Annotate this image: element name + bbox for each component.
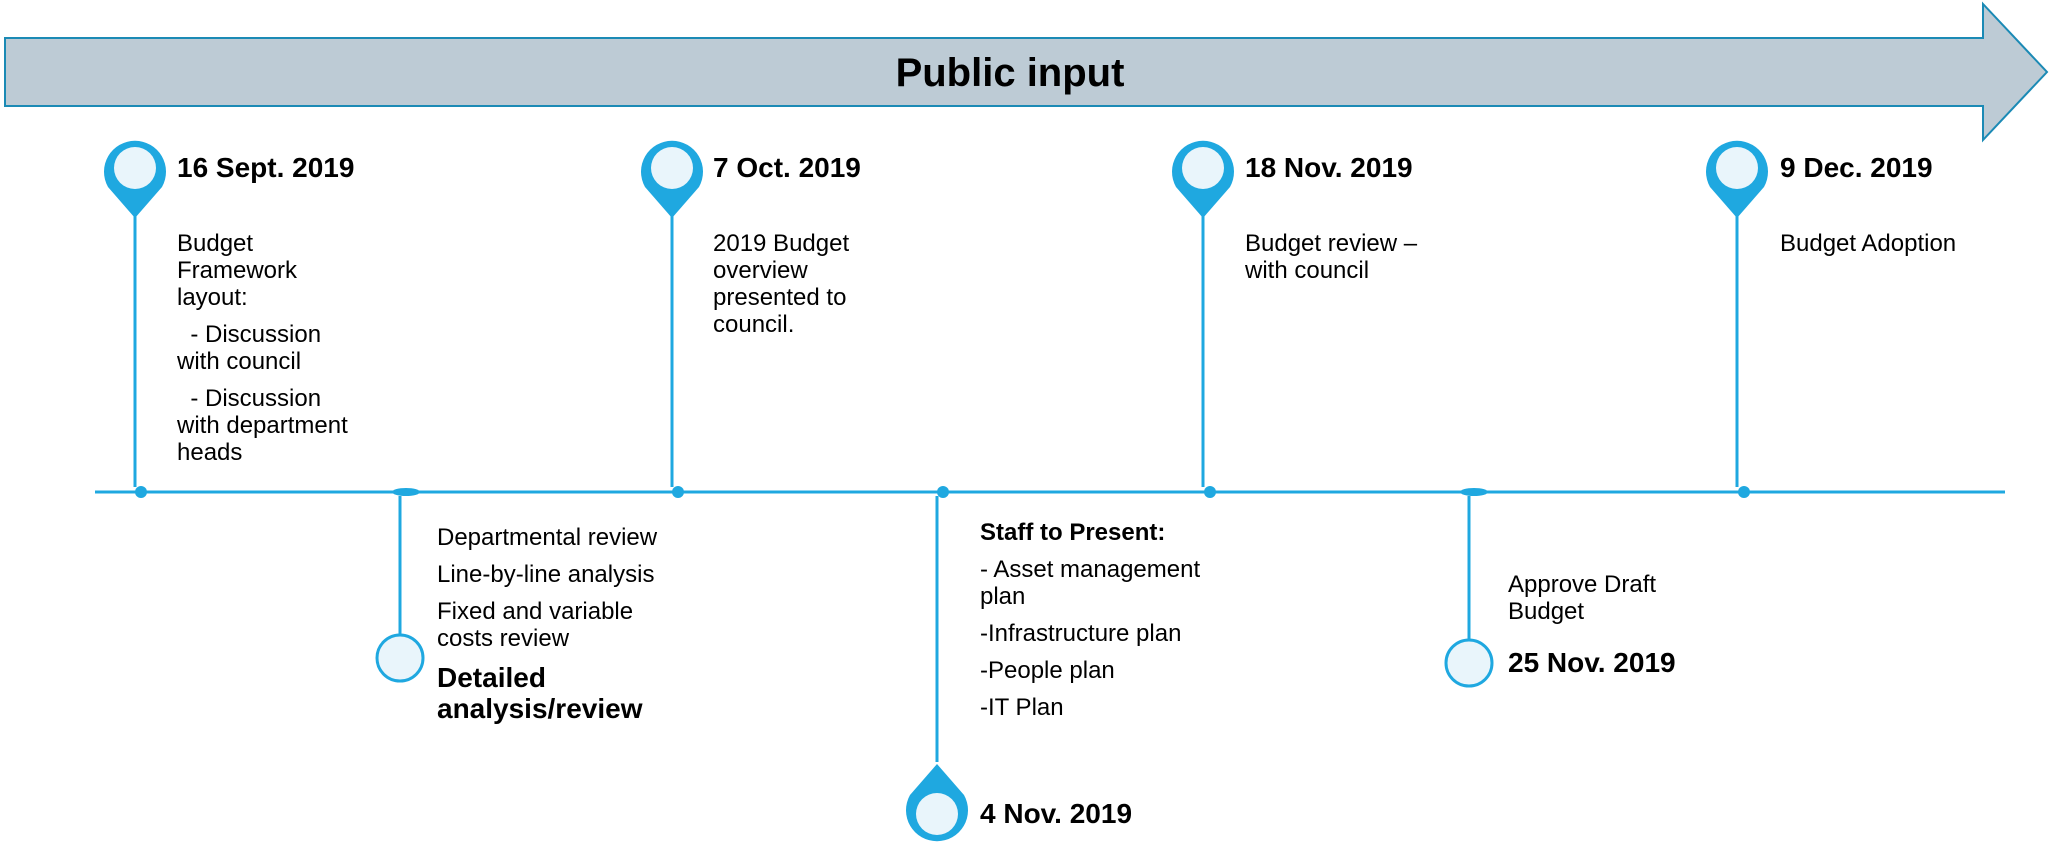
milestone-description: Approve Draft Budget	[1508, 571, 1698, 635]
milestone-line: 2019 Budget overview presented to counci…	[713, 230, 850, 338]
axis-dot	[392, 488, 420, 496]
milestone-line: Budget Framework layout:	[177, 230, 298, 311]
milestone-date: 4 Nov. 2019	[980, 798, 1133, 829]
banner-title: Public input	[895, 51, 1125, 95]
milestone-date: 18 Nov. 2019	[1245, 152, 1413, 183]
axis-dot	[672, 486, 684, 498]
map-pin-inner	[651, 147, 693, 189]
review-line: Fixed and variable costs review	[437, 598, 634, 652]
milestone-line: - Asset management plan	[980, 556, 1201, 610]
milestone-date: 16 Sept. 2019	[177, 152, 355, 183]
axis-dot	[1204, 486, 1216, 498]
map-pin-inner	[1182, 147, 1224, 189]
milestone-date: 9 Dec. 2019	[1780, 152, 1933, 183]
milestone-line: Approve Draft Budget	[1508, 571, 1657, 625]
milestone-description: Budget review – with council	[1245, 230, 1445, 294]
milestone-line: -Infrastructure plan	[980, 620, 1182, 647]
review-description: Departmental review Line-by-line analysi…	[437, 524, 677, 734]
map-pin-inner	[1716, 147, 1758, 189]
milestone-line: -IT Plan	[980, 694, 1064, 721]
milestone-line: Budget review – with council	[1245, 230, 1418, 284]
milestone-date: 25 Nov. 2019	[1508, 647, 1676, 678]
axis-dot	[1460, 488, 1488, 496]
milestone-line: -People plan	[980, 657, 1115, 684]
map-pin-inner	[114, 147, 156, 189]
public-input-banner-arrow	[4, 1, 2049, 143]
milestone-description: 2019 Budget overview presented to counci…	[713, 230, 883, 348]
milestone-heading: Staff to Present:	[980, 519, 1166, 546]
review-line: Line-by-line analysis	[437, 561, 655, 588]
milestone-line: Budget Adoption	[1780, 230, 1957, 257]
review-label: Detailed analysis/review	[437, 662, 643, 724]
axis-dot	[135, 486, 147, 498]
milestone-date: 7 Oct. 2019	[713, 152, 861, 183]
milestone-line: - Discussion with department heads	[177, 385, 355, 466]
axis-dot	[937, 486, 949, 498]
axis-dot	[1738, 486, 1750, 498]
milestone-line: - Discussion with council	[177, 321, 328, 375]
circle-marker-icon	[375, 633, 425, 683]
review-line: Departmental review	[437, 524, 658, 551]
circle-marker-icon	[1444, 638, 1494, 688]
milestone-description: Budget Adoption	[1780, 230, 2010, 267]
milestone-description: Staff to Present: - Asset management pla…	[980, 519, 1220, 731]
milestone-description: Budget Framework layout: - Discussion wi…	[177, 230, 367, 476]
map-pin-inner	[916, 793, 958, 835]
